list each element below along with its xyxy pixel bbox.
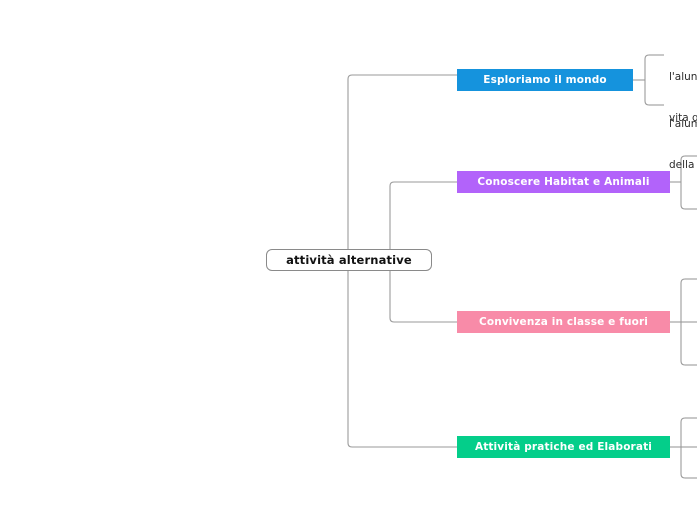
leaf-node-line-1: l'alun (669, 71, 697, 83)
connector-blue-bracket (644, 54, 650, 106)
leaf-node-child-2[interactable]: l'alun della (669, 91, 697, 199)
branch-node-label: Convivenza in classe e fuori (478, 316, 649, 328)
branch-node-attivita-pratiche-ed-elaborati[interactable]: Attività pratiche ed Elaborati (457, 436, 670, 458)
leaf-node-child-1[interactable]: l'alun vita q (669, 44, 697, 152)
branch-node-label: Esploriamo il mondo (483, 74, 607, 86)
branch-node-label: Attività pratiche ed Elaborati (474, 441, 653, 453)
connector-green-bracket (680, 417, 686, 479)
root-node-label: attività alternative (286, 253, 412, 267)
leaf-node-line-2: della (669, 158, 695, 171)
branch-node-esploriamo-il-mondo[interactable]: Esploriamo il mondo (457, 69, 633, 91)
connector-root-to-blue (347, 74, 457, 260)
branch-node-conoscere-habitat-e-animali[interactable]: Conoscere Habitat e Animali (457, 171, 670, 193)
branch-node-label: Conoscere Habitat e Animali (477, 176, 650, 188)
leaf-node-line-1: l'alun (669, 118, 697, 130)
connector-root-to-green (347, 260, 457, 448)
leaf-node-line-2: vita q (669, 111, 697, 124)
connector-pink-bracket (680, 278, 686, 366)
branch-node-convivenza-in-classe-e-fuori[interactable]: Convivenza in classe e fuori (457, 311, 670, 333)
root-node[interactable]: attività alternative (266, 249, 432, 271)
